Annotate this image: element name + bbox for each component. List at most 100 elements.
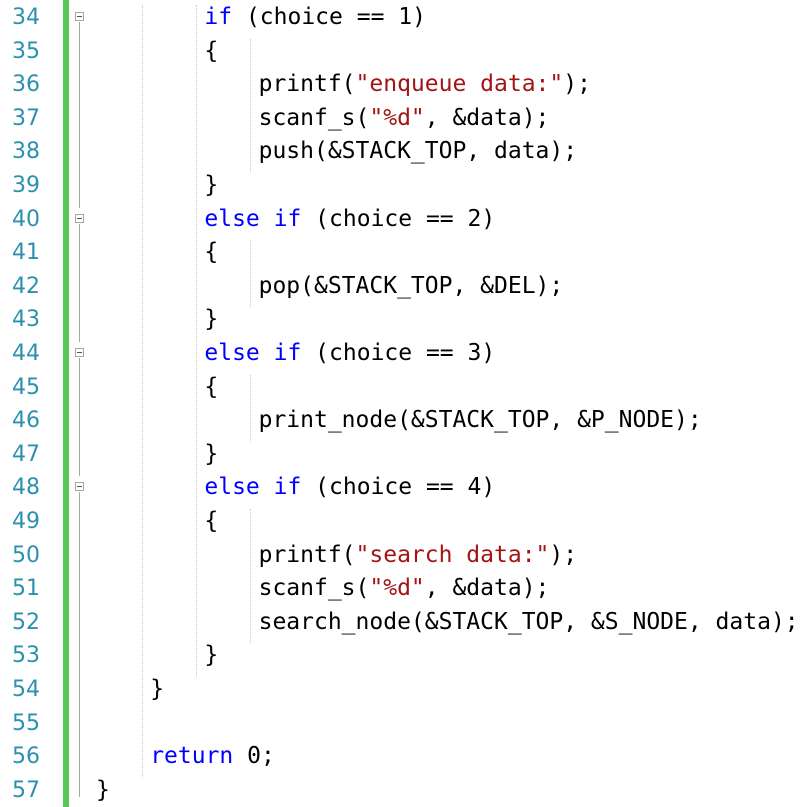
code-token: { xyxy=(204,239,219,266)
code-token: scanf_s( xyxy=(258,104,370,131)
line-number: 52 xyxy=(12,609,40,635)
code-text: { xyxy=(204,35,218,69)
code-line[interactable]: 51 scanf_s("%d", &data); xyxy=(0,572,801,606)
line-number: 41 xyxy=(12,240,40,266)
code-token: ); xyxy=(549,541,578,568)
string-token: "enqueue data:" xyxy=(355,71,564,98)
fold-collapse-icon[interactable] xyxy=(75,348,84,357)
code-token: pop(&STACK_TOP, &DEL); xyxy=(258,272,564,299)
fold-outline-line xyxy=(79,22,80,208)
line-number: 46 xyxy=(12,408,40,434)
code-text: else if (choice == 4) xyxy=(204,471,495,505)
code-text: { xyxy=(204,505,218,539)
string-token: "%d" xyxy=(369,575,425,602)
code-token: 0; xyxy=(233,743,275,770)
code-text: { xyxy=(204,236,218,270)
fold-outline-line xyxy=(79,223,80,342)
code-line[interactable]: 53} xyxy=(0,639,801,673)
code-text: printf("enqueue data:"); xyxy=(259,68,591,102)
line-number: 43 xyxy=(12,307,40,333)
code-line[interactable]: 56 return 0; xyxy=(0,740,801,774)
line-number: 47 xyxy=(12,441,40,467)
line-number: 44 xyxy=(12,341,40,366)
code-token: (choice == 3) xyxy=(301,340,496,366)
code-token: } xyxy=(204,440,219,467)
fold-collapse-icon[interactable] xyxy=(75,213,84,223)
code-line[interactable]: 55 xyxy=(0,707,801,741)
code-text: } xyxy=(204,303,218,337)
line-number: 54 xyxy=(12,677,40,702)
indent-guide xyxy=(142,5,144,778)
code-text: print_node(&STACK_TOP, &P_NODE); xyxy=(259,404,702,438)
string-token: "search data:" xyxy=(355,541,550,568)
code-token: { xyxy=(204,37,219,64)
keyword-token: else if xyxy=(204,474,302,501)
code-token: , &data); xyxy=(424,104,550,131)
keyword-token: else if xyxy=(204,205,302,232)
code-text: { xyxy=(204,371,218,405)
code-line[interactable]: 44 else if (choice == 3) xyxy=(0,337,801,371)
code-text: return 0; xyxy=(150,740,275,774)
indent-guide xyxy=(196,5,198,677)
code-line[interactable]: 36 printf("enqueue data:"); xyxy=(0,68,801,102)
code-token: } xyxy=(204,172,219,198)
string-token: "%d" xyxy=(369,104,425,131)
line-number: 56 xyxy=(12,744,40,770)
code-token: printf( xyxy=(258,71,356,98)
code-token: } xyxy=(204,306,219,333)
code-token: (choice == 1) xyxy=(232,4,426,30)
code-line[interactable]: 41 { xyxy=(0,236,801,270)
line-number: 55 xyxy=(12,710,40,736)
code-line[interactable]: 47} xyxy=(0,438,801,472)
change-indicator-bar xyxy=(63,0,69,807)
code-token: { xyxy=(204,373,219,400)
code-token: } xyxy=(150,676,165,702)
code-line[interactable]: 57} xyxy=(0,774,801,807)
code-token: ); xyxy=(563,71,591,98)
fold-collapse-icon[interactable] xyxy=(75,12,84,21)
code-line[interactable]: 48 else if (choice == 4) xyxy=(0,471,801,505)
code-token: { xyxy=(204,508,219,534)
indent-guide xyxy=(250,374,252,442)
line-number: 57 xyxy=(12,777,40,803)
line-number: 39 xyxy=(12,173,40,198)
line-number: 49 xyxy=(12,509,40,534)
code-token: scanf_s( xyxy=(258,575,370,602)
code-token: print_node(&STACK_TOP, &P_NODE); xyxy=(258,407,702,434)
code-text: scanf_s("%d", &data); xyxy=(259,572,550,606)
line-number: 36 xyxy=(12,72,40,98)
code-line[interactable]: 43} xyxy=(0,303,801,337)
code-token: } xyxy=(96,776,110,803)
fold-outline-line xyxy=(79,673,80,798)
code-line[interactable]: 52 search_node(&STACK_TOP, &S_NODE, data)… xyxy=(0,606,801,640)
keyword-token: else if xyxy=(204,340,302,366)
fold-collapse-icon[interactable] xyxy=(75,482,84,492)
code-text: } xyxy=(204,639,218,673)
code-line[interactable]: 54} xyxy=(0,673,801,707)
code-line[interactable]: 39} xyxy=(0,169,801,203)
code-token: push(&STACK_TOP, data); xyxy=(258,138,578,165)
code-line[interactable]: 45 { xyxy=(0,371,801,405)
code-token: (choice == 4) xyxy=(301,474,496,501)
code-line[interactable]: 35{ xyxy=(0,35,801,69)
code-line[interactable]: 46 print_node(&STACK_TOP, &P_NODE); xyxy=(0,404,801,438)
code-token: printf( xyxy=(258,541,356,568)
line-number: 45 xyxy=(12,374,40,400)
keyword-token: if xyxy=(204,4,233,30)
line-number: 51 xyxy=(12,576,40,602)
code-text: } xyxy=(204,438,218,472)
indent-guide xyxy=(250,509,252,644)
code-line[interactable]: 49 { xyxy=(0,505,801,539)
code-text: push(&STACK_TOP, data); xyxy=(259,135,578,169)
fold-outline-line xyxy=(79,492,80,678)
code-token: search_node(&STACK_TOP, &S_NODE, data); xyxy=(258,608,799,635)
line-number: 48 xyxy=(12,475,40,501)
code-text: } xyxy=(204,169,218,203)
